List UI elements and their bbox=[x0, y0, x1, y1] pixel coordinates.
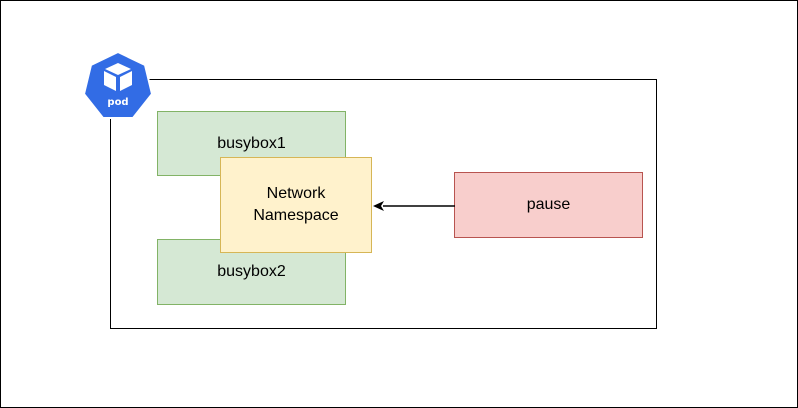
network-namespace-label: Network Namespace bbox=[253, 185, 339, 224]
pause-to-namespace-arrow bbox=[373, 201, 455, 211]
pause-container: pause bbox=[454, 172, 643, 238]
kubernetes-pod-icon bbox=[82, 50, 154, 119]
busybox1-label: busybox1 bbox=[217, 134, 286, 152]
network-namespace-box: Network Namespace bbox=[220, 157, 372, 253]
pause-label: pause bbox=[526, 196, 571, 214]
busybox2-label: busybox2 bbox=[217, 263, 286, 281]
cube-icon bbox=[104, 63, 132, 91]
arrow-head-icon bbox=[373, 201, 384, 211]
heptagon-shape bbox=[82, 50, 154, 119]
pod-icon-label: pod bbox=[107, 97, 129, 108]
